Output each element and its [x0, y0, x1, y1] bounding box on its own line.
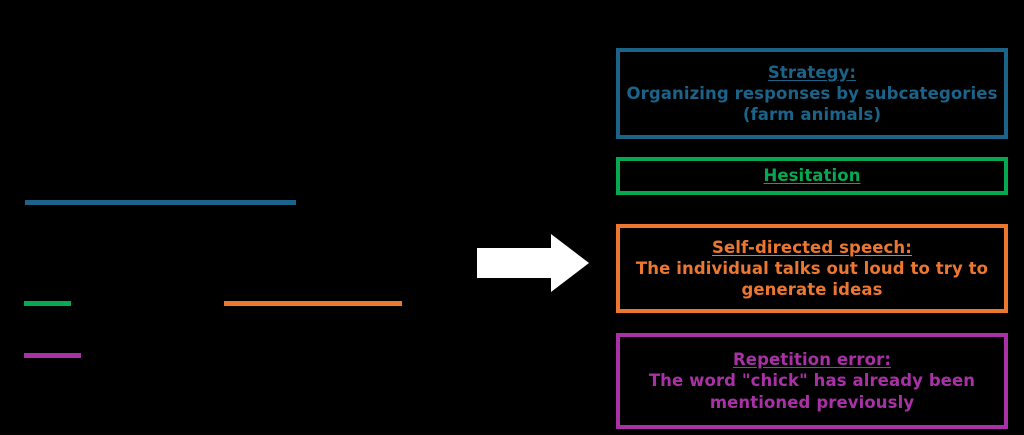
legend-title-strategy: Strategy: [767, 62, 857, 82]
right-arrow-icon [477, 234, 589, 292]
legend-title-self-directed-speech: Self-directed speech: [712, 237, 912, 257]
annotation-underline-strategy [25, 200, 296, 205]
annotation-underline-hesitation [24, 301, 71, 306]
annotation-underline-repetition-error [24, 353, 81, 358]
legend-body-repetition-error: The word "chick" has already been mentio… [648, 371, 976, 412]
legend-box-self-directed-speech: Self-directed speech: The individual tal… [616, 224, 1008, 313]
legend-title-hesitation: Hesitation [763, 166, 861, 186]
legend-title-repetition-error: Repetition error: [732, 350, 892, 370]
legend-body-strategy: Organizing responses by subcategories (f… [626, 83, 998, 125]
transcript-panel [0, 0, 470, 435]
legend-box-hesitation: Hesitation [616, 157, 1008, 195]
legend-box-strategy: Strategy: Organizing responses by subcat… [616, 48, 1008, 139]
legend-box-repetition-error: Repetition error: The word "chick" has a… [616, 333, 1008, 429]
legend-body-self-directed-speech: The individual talks out loud to try to … [635, 258, 989, 300]
legend-panel: Strategy: Organizing responses by subcat… [616, 0, 1012, 435]
annotation-underline-self-directed-speech [224, 301, 402, 306]
